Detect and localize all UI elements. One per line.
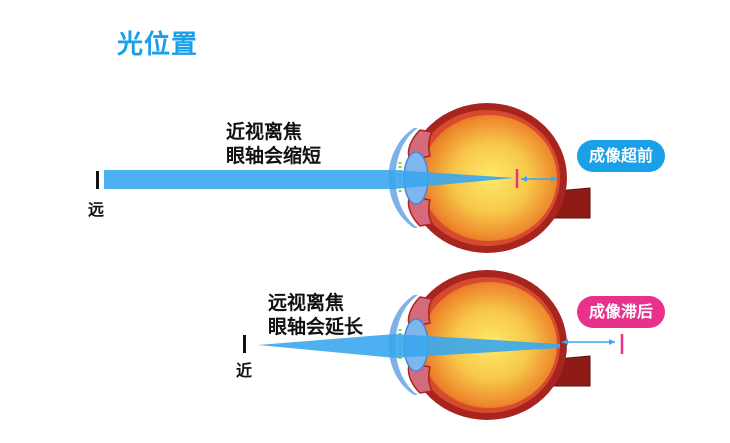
caption-top-line1: 近视离焦 xyxy=(226,121,303,143)
distance-tick-bottom xyxy=(243,335,246,353)
cornea xyxy=(388,295,418,395)
cornea xyxy=(388,128,418,228)
page-title: 光位置 xyxy=(117,30,199,60)
distance-label-bottom: 近 xyxy=(236,361,253,380)
light-beam-bottom xyxy=(258,334,560,358)
caption-bottom-line1: 远视离焦 xyxy=(268,292,345,314)
caption-top: 近视离焦 眼轴会缩短 xyxy=(226,120,321,168)
caption-top-line2: 眼轴会缩短 xyxy=(226,145,322,167)
status-badge-bottom: 成像滞后 xyxy=(577,296,666,328)
light-beam-top xyxy=(104,170,515,189)
distance-label-top: 远 xyxy=(88,200,105,219)
caption-bottom: 远视离焦 眼轴会延长 xyxy=(268,291,363,339)
caption-bottom-line2: 眼轴会延长 xyxy=(268,316,364,338)
eye-top xyxy=(388,103,591,253)
distance-tick-top xyxy=(96,171,99,189)
status-badge-top: 成像超前 xyxy=(577,140,666,172)
